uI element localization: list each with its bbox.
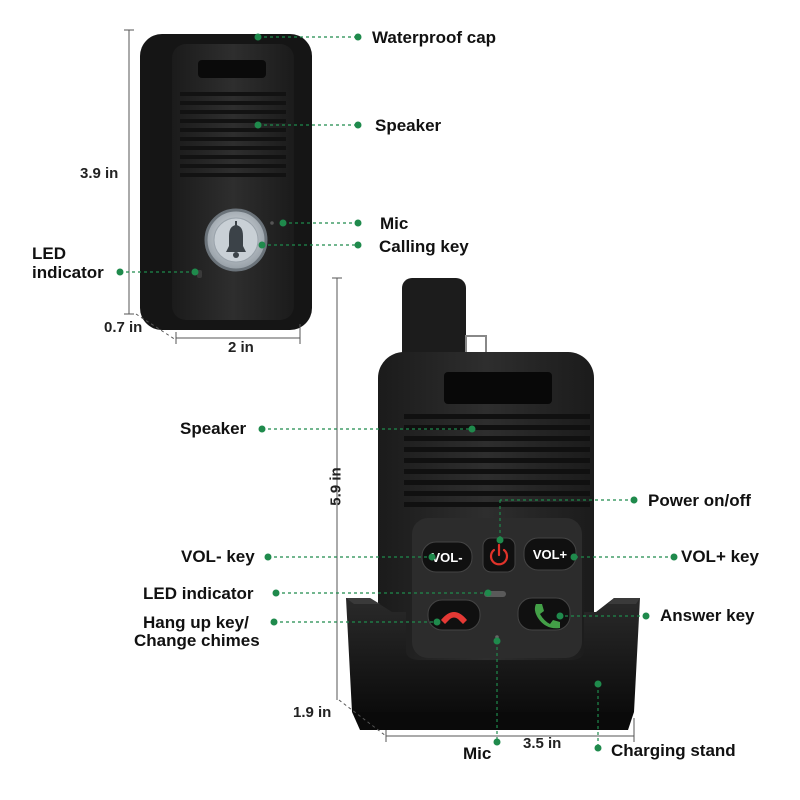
label-vol-plus-key: VOL+ key — [681, 547, 759, 566]
doorbell-dimension-lines — [124, 29, 301, 344]
dimension-stand-height: 1.9 in — [293, 704, 332, 721]
leader-lines — [120, 36, 674, 748]
receiver-display-window — [444, 372, 552, 404]
vol-minus-label: VOL- — [431, 550, 462, 565]
answer-button[interactable] — [517, 597, 571, 631]
label-receiver-led: LED indicator — [143, 584, 254, 603]
dimension-receiver-height: 5.9 in — [327, 467, 345, 506]
receiver-dimension-lines — [332, 277, 635, 742]
label-receiver-speaker: Speaker — [180, 419, 247, 438]
power-icon — [489, 543, 509, 566]
hangup-button[interactable] — [427, 599, 481, 631]
vol-plus-label: VOL+ — [533, 547, 568, 562]
label-receiver-mic: Mic — [463, 744, 492, 763]
label-vol-minus-key: VOL- key — [181, 547, 255, 566]
receiver-antenna — [402, 278, 466, 374]
dimension-doorbell-height: 3.9 in — [80, 165, 119, 182]
label-led-indicator-line1: LED — [32, 244, 66, 263]
label-power: Power on/off — [648, 491, 751, 510]
label-hangup-line1: Hang up key/ — [143, 613, 249, 632]
receiver-unit: VOL- VOL+ — [378, 278, 594, 722]
doorbell-unit — [140, 34, 312, 330]
doorbell-speaker-grill — [180, 92, 286, 177]
doorbell-top-slot — [198, 60, 266, 78]
phone-answer-icon — [534, 604, 560, 629]
label-doorbell-mic: Mic — [380, 214, 409, 233]
label-calling-key: Calling key — [379, 237, 469, 256]
dimension-doorbell-depth: 0.7 in — [104, 319, 143, 336]
label-hangup-line2: Change chimes — [134, 631, 260, 650]
vol-minus-button[interactable]: VOL- — [421, 541, 473, 573]
label-charging-stand: Charging stand — [611, 741, 736, 760]
receiver-speaker-grill — [404, 414, 590, 507]
label-answer-key: Answer key — [660, 606, 755, 625]
label-doorbell-speaker: Speaker — [375, 116, 442, 135]
bell-icon — [226, 221, 246, 258]
vol-plus-button[interactable]: VOL+ — [523, 537, 577, 571]
leader-dots — [116, 33, 678, 752]
charging-stand — [346, 598, 640, 730]
phone-hangup-icon — [441, 612, 467, 624]
doorbell-mic-hole — [270, 221, 274, 225]
doorbell-faceplate — [172, 44, 294, 320]
dimension-doorbell-width: 2 in — [228, 339, 254, 356]
label-waterproof-cap: Waterproof cap — [372, 28, 497, 47]
label-led-indicator-line2: indicator — [32, 263, 104, 282]
dimension-receiver-width: 3.5 in — [523, 735, 562, 752]
